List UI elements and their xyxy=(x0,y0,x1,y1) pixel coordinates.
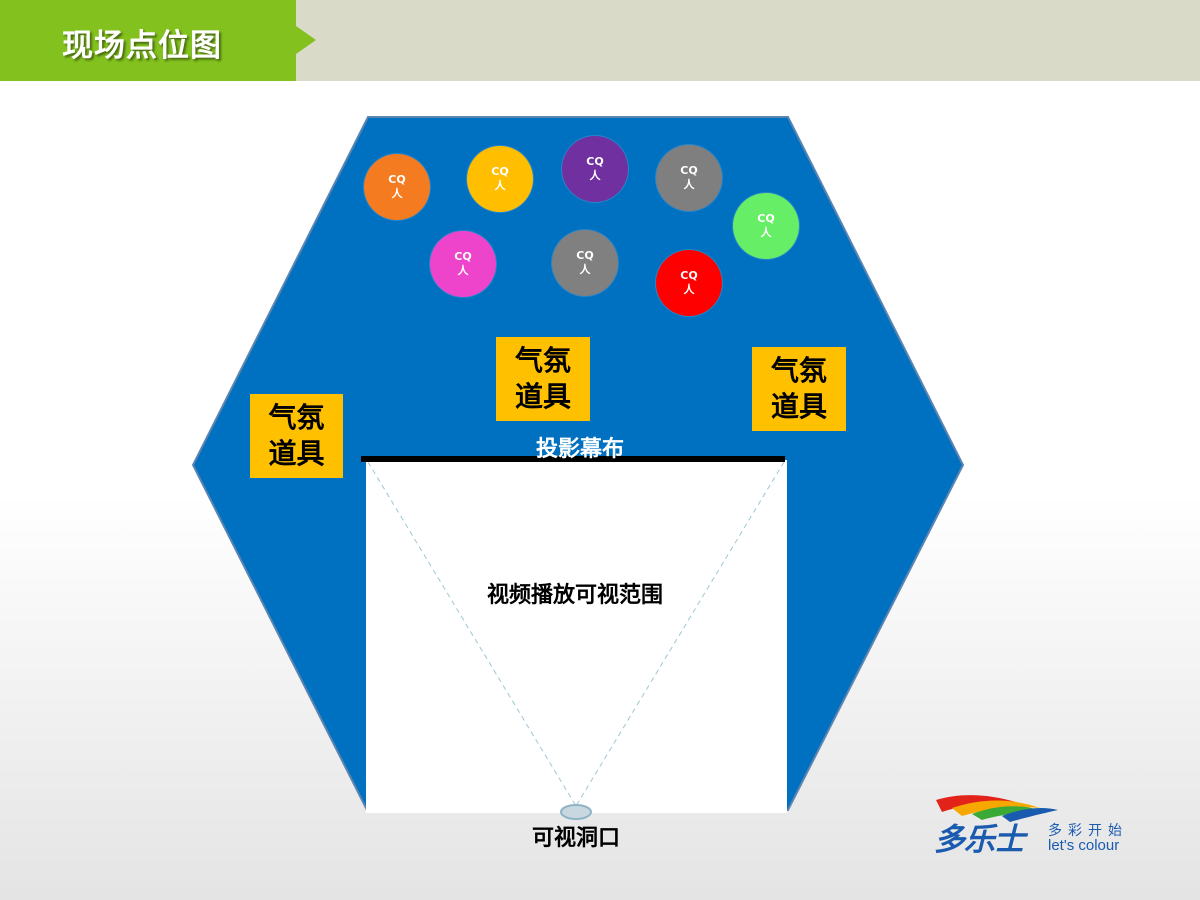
peephole-label: 可视洞口 xyxy=(531,826,620,851)
video-view-area xyxy=(366,460,787,813)
atmosphere-prop: 气氛道具 xyxy=(250,394,343,478)
logo-swoosh-icon xyxy=(936,795,1058,822)
atmosphere-prop: 气氛道具 xyxy=(752,347,846,431)
logo-slogan-en: let's colour xyxy=(1048,837,1120,854)
view-cone-left xyxy=(367,461,577,807)
title-tab xyxy=(0,0,296,81)
atmosphere-prop: 气氛道具 xyxy=(496,337,590,421)
header-bar: 现场点位图 xyxy=(0,0,1200,81)
view-area-label: 视频播放可视范围 xyxy=(486,583,663,608)
logo-brand: 多乐士 xyxy=(934,822,1025,858)
header-band xyxy=(296,0,1200,81)
dulux-logo: 多乐士 多彩开始 let's colour xyxy=(930,790,1150,860)
page-title: 现场点位图 xyxy=(62,28,222,64)
peephole-icon xyxy=(560,804,592,820)
logo-slogan-cn: 多彩开始 xyxy=(1048,823,1128,839)
projection-screen-label: 投影幕布 xyxy=(535,437,624,462)
title-arrow-icon xyxy=(296,26,316,54)
view-cone-right xyxy=(575,461,785,807)
